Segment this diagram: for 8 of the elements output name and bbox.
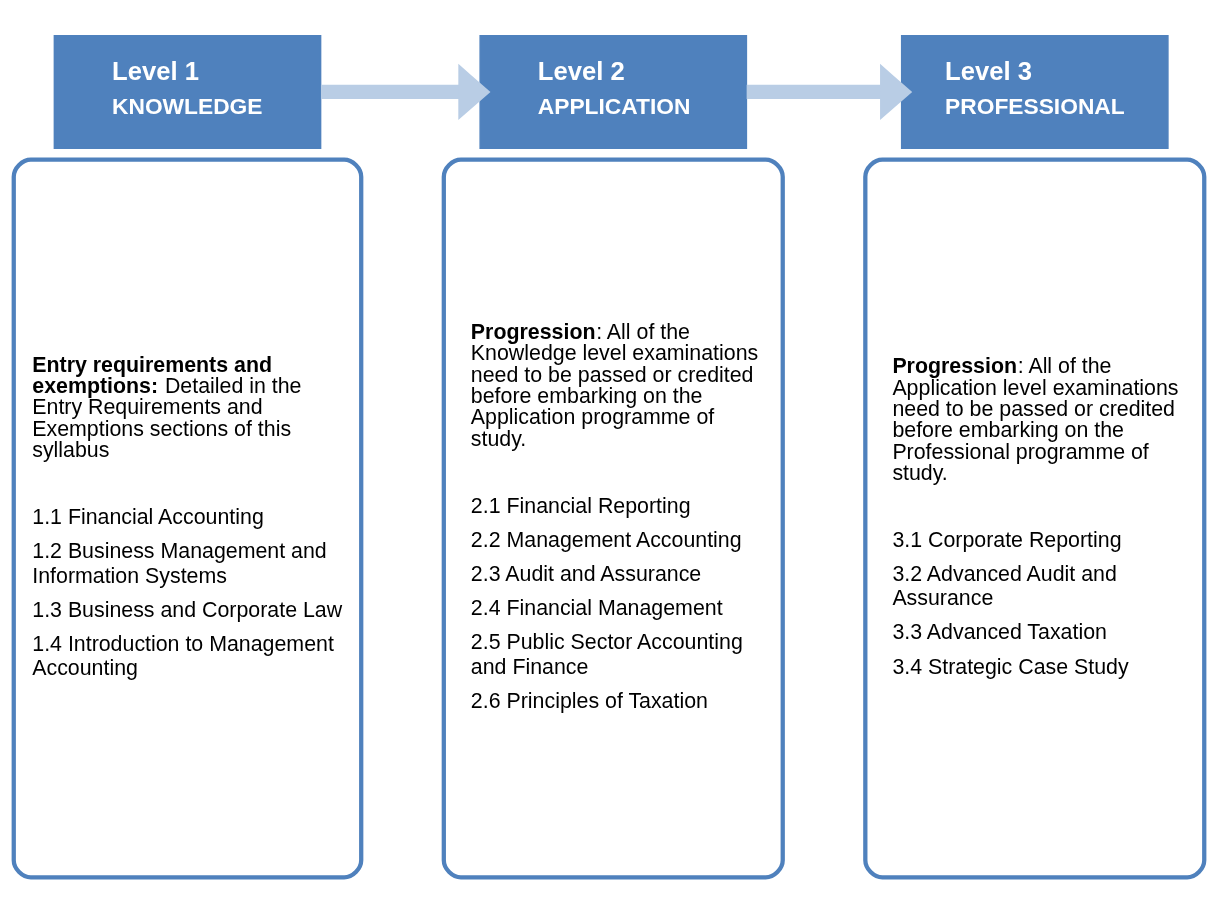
node-box: Level 3 PROFESSIONAL [900, 34, 1169, 149]
node-box: Level 2 APPLICATION [479, 34, 748, 149]
node-box: Level 1 KNOWLEDGE [53, 34, 322, 149]
node-box: Progression: All of the Application level examinations need to be passed or credited before embarking on the Professional programme of study. 3.1 Corporate Reporting 3.2 Advanced Audit and Assurance 3.3 Advanced Taxation 3.4 Strategic Case Study [863, 156, 1207, 879]
arrow [746, 63, 913, 120]
node-box: Entry requirements and exemptions: Detailed in the Entry Requirements and Exemptions sections of this syllabus 1.1 Financial Accounting 1.2 Business Management and Information Systems 1.3 Business and Corporate Law 1.4 Introduction to Management Accounting [11, 156, 364, 879]
arrow [320, 63, 491, 120]
node-box: Progression: All of the Knowledge level examinations need to be passed or credited before embarking on the Application programme of study. 2.1 Financial Reporting 2.2 Management Accounting 2.3 Audit and Assurance 2.4 Financial Management 2.5 Public Sector Accounting and Finance 2.6 Principles of Taxation [441, 156, 785, 879]
